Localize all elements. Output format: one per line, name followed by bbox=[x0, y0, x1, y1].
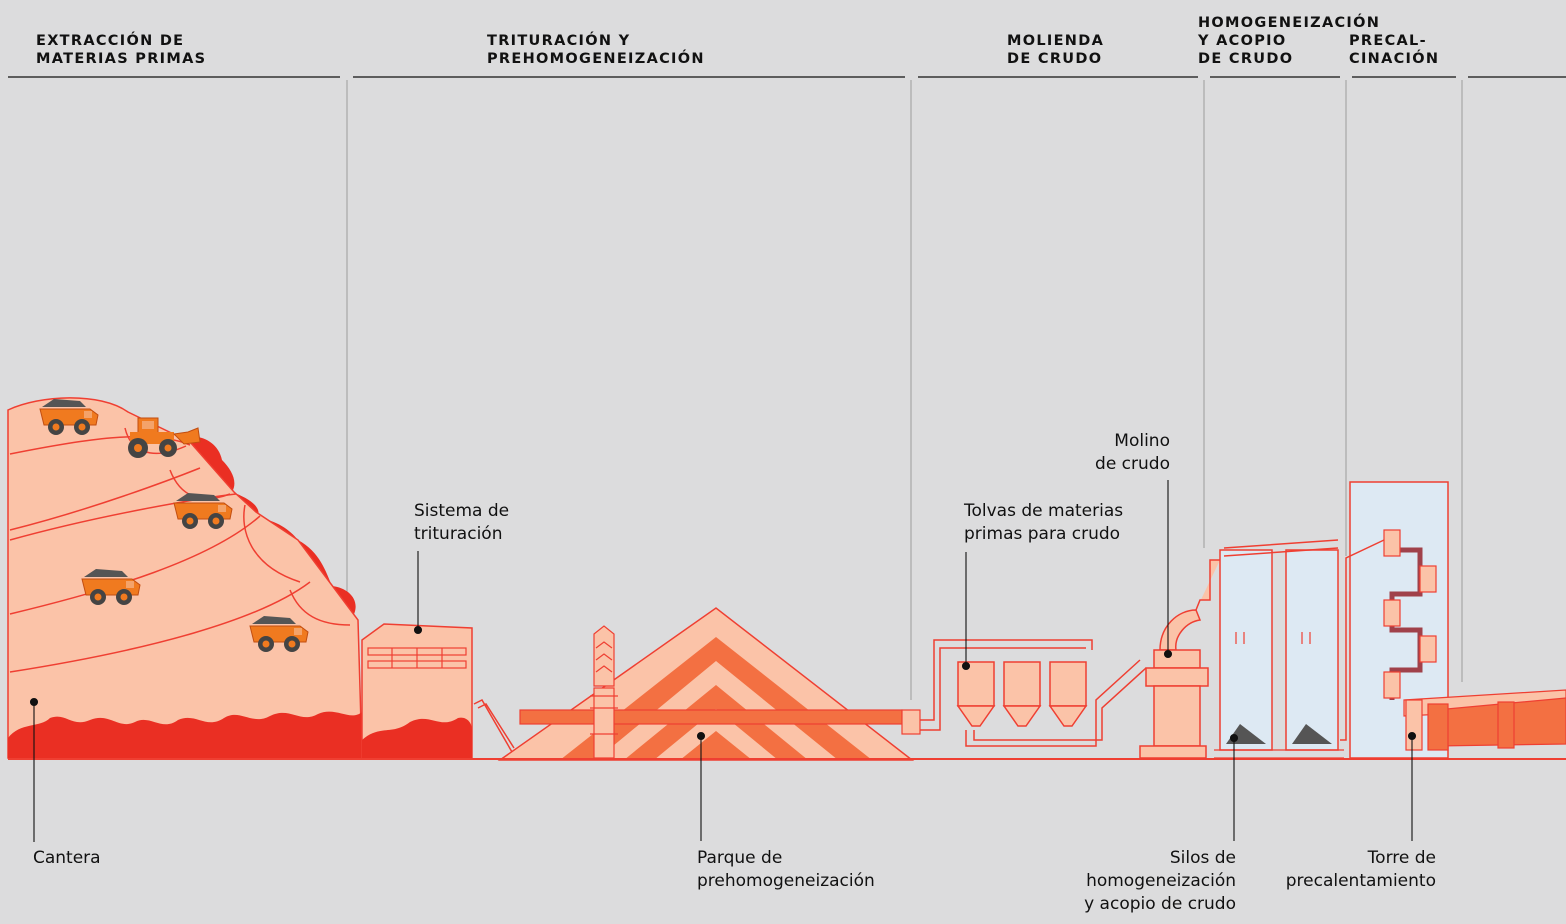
label-parque: Parque de prehomogeneización bbox=[697, 848, 875, 891]
label-molino-crudo: Molino de crudo bbox=[1095, 431, 1170, 474]
label-sistema-trituracion: Sistema de trituración bbox=[414, 501, 510, 544]
stockpile bbox=[497, 607, 921, 761]
label-torre: Torre de precalentamiento bbox=[1285, 848, 1436, 891]
label-tolvas: Tolvas de materias primas para crudo bbox=[964, 501, 1124, 544]
quarry-hill bbox=[7, 397, 363, 759]
label-silos: Silos de homogeneización y acopio de cru… bbox=[1084, 848, 1236, 914]
label-cantera: Cantera bbox=[33, 848, 101, 868]
section-dividers bbox=[346, 80, 1463, 700]
crusher-building bbox=[361, 623, 473, 759]
wheel-loader bbox=[128, 417, 201, 458]
hoppers bbox=[956, 661, 1088, 727]
raw-mill bbox=[1139, 559, 1220, 759]
heading-acopio: Y ACOPIO DE CRUDO bbox=[1198, 33, 1294, 67]
silos bbox=[1214, 539, 1344, 759]
heading-extraccion: EXTRACCIÓN DE MATERIAS PRIMAS bbox=[36, 33, 207, 67]
leader-lines bbox=[29, 480, 1417, 842]
heading-molienda: MOLIENDA DE CRUDO bbox=[1007, 33, 1105, 67]
heading-precalcinacion: PRECAL- CINACIÓN bbox=[1349, 33, 1440, 67]
heading-trituracion: TRITURACIÓN Y PREHOMOGENEIZACIÓN bbox=[487, 33, 705, 67]
rotary-kiln bbox=[1403, 689, 1566, 751]
heading-homogeneizacion: HOMOGENEIZACIÓN bbox=[1198, 15, 1381, 31]
